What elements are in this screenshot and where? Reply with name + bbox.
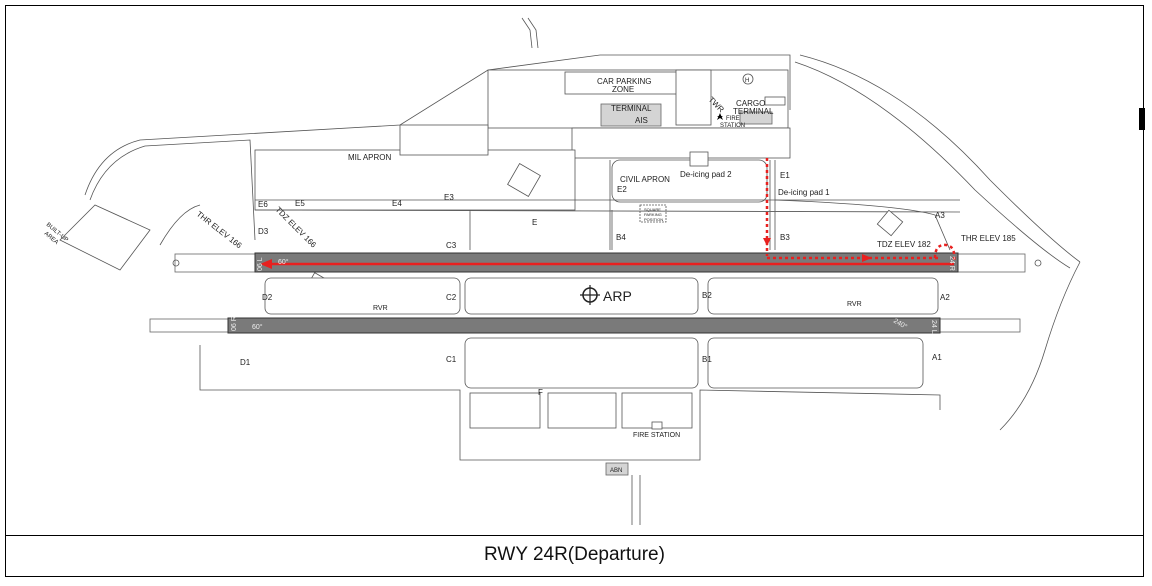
taxiway-E1: E1: [780, 171, 790, 180]
label-position: POSITION: [644, 217, 663, 222]
label-deicing-pad-1: De-icing pad 1: [778, 188, 830, 197]
taxiway-C3: C3: [446, 241, 457, 250]
label-abn: ABN: [610, 468, 622, 474]
taxiway-A1: A1: [932, 353, 942, 362]
runway-06R-24L: [149, 317, 1021, 334]
infield: [199, 277, 941, 525]
label-station-top: STATION: [720, 123, 745, 129]
rwy-24L-designator: 24 L: [930, 320, 937, 334]
rwy-06L-designator: 06 L: [257, 257, 264, 271]
departure-route: [260, 158, 956, 269]
taxiway-E3: E3: [444, 193, 454, 202]
label-car-parking: CAR PARKING: [597, 77, 652, 86]
taxiway-C1: C1: [446, 355, 457, 364]
diagram-frame: [5, 5, 1144, 577]
taxiway-B2: B2: [702, 291, 712, 300]
label-fire-station: FIRE STATION: [633, 432, 680, 439]
label-arp: ARP: [603, 288, 632, 304]
taxiway-B3: B3: [780, 233, 790, 242]
taxiway-D2: D2: [262, 293, 273, 302]
label-terminal: TERMINAL: [611, 104, 652, 113]
taxiway-E4: E4: [392, 199, 402, 208]
tower-star-icon: [717, 113, 723, 120]
label-cargo: CARGO: [736, 99, 765, 108]
label-tdz-elev-right: TDZ ELEV 182: [877, 240, 931, 249]
label-zone: ZONE: [612, 85, 634, 94]
caption: RWY 24R(Departure): [484, 544, 665, 565]
heliport-icon: H: [745, 78, 749, 84]
perimeter-roads: [59, 17, 1081, 431]
taxiway-B4: B4: [616, 233, 626, 242]
taxiway-E2: E2: [617, 185, 627, 194]
taxiway-D3: D3: [258, 227, 269, 236]
label-parking: PARKING: [644, 212, 662, 217]
label-rvr-left: RVR: [373, 305, 388, 312]
taxiway-F: F: [538, 388, 543, 397]
page-marker: [1139, 108, 1145, 130]
label-thr-elev-left: THR ELEV 166: [195, 209, 244, 250]
taxiway-B1: B1: [702, 355, 712, 364]
rwy-06L-heading: 60°: [278, 258, 289, 266]
taxiway-E: E: [532, 218, 537, 227]
label-ais: AIS: [635, 116, 648, 125]
taxiway-D1: D1: [240, 358, 251, 367]
label-cargo-terminal: TERMINAL: [733, 107, 774, 116]
label-rvr-right: RVR: [847, 301, 862, 308]
rwy-06R-designator: 06 R: [231, 316, 238, 331]
arp-icon: [580, 285, 600, 305]
taxiway-A3: A3: [935, 211, 945, 220]
caption-divider: [5, 535, 1144, 536]
label-deicing-pad-2: De-icing pad 2: [680, 170, 732, 179]
label-civil-apron: CIVIL APRON: [620, 175, 670, 184]
taxiway-E6: E6: [258, 200, 268, 209]
rwy-06R-heading: 60°: [252, 323, 263, 331]
label-tdz-elev-left: TDZ ELEV 166: [274, 205, 319, 250]
runway-06L-24R: [172, 252, 1042, 273]
label-fire-top: FIRE: [726, 116, 740, 122]
label-thr-elev-right: THR ELEV 185: [961, 234, 1016, 243]
terminal-area: [254, 69, 961, 298]
route-arrow-icon: [260, 259, 272, 269]
rwy-24R-designator: 24 R: [948, 256, 955, 271]
taxiway-C2: C2: [446, 293, 457, 302]
label-mil-apron: MIL APRON: [348, 153, 391, 162]
taxiway-E5: E5: [295, 199, 305, 208]
label-square: SQUARE: [644, 207, 661, 212]
taxiway-A2: A2: [940, 293, 950, 302]
